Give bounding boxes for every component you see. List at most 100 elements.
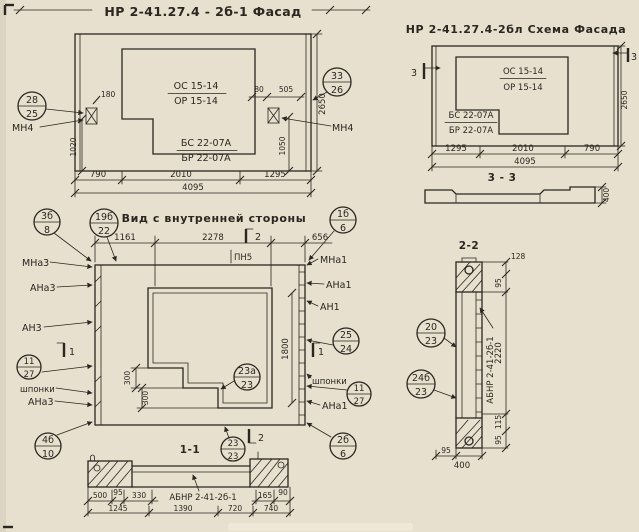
dim-1161: 1161 xyxy=(114,233,136,243)
section-mark-2-bottom: 2 xyxy=(247,429,264,444)
section-1-1-left-block xyxy=(87,460,133,488)
dim-165: 165 xyxy=(258,491,273,500)
dim-115: 115 xyxy=(494,415,503,430)
callout-bottom-number: 10 xyxy=(42,449,54,460)
callout-25-24: 25 24 xyxy=(306,327,360,355)
section-3-3: 3 - 3 400 xyxy=(424,172,611,208)
section-1-1: 1-1 АБНР 2-41-2б-1 xyxy=(83,444,295,518)
callout-20-23: 20 23 xyxy=(416,318,457,348)
callout-top-number: 11 xyxy=(24,357,35,367)
facade-anchor-right xyxy=(267,107,280,124)
section-1-label: 1 xyxy=(69,347,75,358)
facade-dim-1050: 1050 xyxy=(278,112,294,176)
facade-os-label: ОС 15-14 xyxy=(174,81,219,92)
dim-95: 95 xyxy=(494,278,503,288)
dim-1020: 1020 xyxy=(69,137,78,156)
callout-top-number: 19б xyxy=(95,212,113,223)
callout-2b-6: 2б 6 xyxy=(306,422,357,460)
dim-2010: 2010 xyxy=(170,170,192,180)
facade-mn4-right-label: МН4 xyxy=(332,123,353,134)
section-2-label: 2 xyxy=(255,232,261,243)
dim-180: 180 xyxy=(101,90,116,99)
callout-top-number: 23а xyxy=(238,366,256,377)
dim-400: 400 xyxy=(602,188,611,203)
dim-720: 720 xyxy=(228,504,243,513)
dim-4095: 4095 xyxy=(182,183,204,193)
callout-bottom-number: 6 xyxy=(340,223,346,234)
dim-790: 790 xyxy=(90,170,106,180)
callout-top-number: 4б xyxy=(42,435,54,446)
callout-bottom-number: 24 xyxy=(340,344,352,355)
section-1-label: 1 xyxy=(318,347,324,358)
section-3-label: 3 xyxy=(411,68,417,79)
scheme-title: НР 2-41.27.4-2бл Схема Фасада xyxy=(406,23,627,36)
scan-artifact xyxy=(228,523,413,531)
callout-bottom-number: 23 xyxy=(241,380,253,391)
ana3-bottom-label: АНа3 xyxy=(28,397,54,408)
facade-bs-label: БС 22-07А xyxy=(181,138,232,149)
facade-callout-left: 28 25 xyxy=(17,91,84,121)
scan-edge-shadow xyxy=(0,0,6,532)
section-2-2-bottom-dims: 95 400 xyxy=(431,446,487,471)
facade-anchor-left xyxy=(85,107,98,125)
section-2-2-right-dims: 128 95 2220 115 95 xyxy=(481,252,526,453)
section-3-3-title: 3 - 3 xyxy=(488,172,517,184)
lifting-loop xyxy=(89,454,96,462)
inner-view-title: Вид с внутренней стороны xyxy=(122,212,307,225)
dim-2650: 2650 xyxy=(318,93,328,115)
ana3-top-label: АНа3 xyxy=(30,283,56,294)
callout-bottom-number: 26 xyxy=(331,85,343,96)
section-1-1-dims: 500 95 330 165 90 1245 1390 720 740 xyxy=(83,486,295,518)
callout-bottom-number: 6 xyxy=(340,449,346,460)
inner-dim-300-upper: 300 xyxy=(123,363,184,393)
dim-1050: 1050 xyxy=(278,136,287,155)
facade-callout-right: 33 26 xyxy=(312,67,352,101)
facade-window-opening xyxy=(121,48,256,155)
section-1-1-right-block xyxy=(249,458,289,488)
section-2-2-edge-keys xyxy=(475,299,483,413)
dim-2278: 2278 xyxy=(202,233,224,243)
callout-23a-23: 23а 23 xyxy=(220,363,261,391)
callout-bottom-number: 23 xyxy=(415,387,427,398)
callout-23-23: 23 23 xyxy=(220,426,246,462)
dim-1295: 1295 xyxy=(445,144,467,154)
dim-1800: 1800 xyxy=(281,338,291,360)
facade-top-refline xyxy=(13,5,371,15)
facade-br-label: БР 22-07А xyxy=(181,153,231,164)
callout-top-number: 23 xyxy=(228,439,239,449)
dim-95: 95 xyxy=(441,446,451,455)
scheme-or-label: ОР 15-14 xyxy=(503,83,542,93)
section-1-1-label: АБНР 2-41-2б-1 xyxy=(169,493,236,503)
dim-330: 330 xyxy=(132,491,147,500)
inner-dim-1800: 1800 xyxy=(281,288,297,408)
dim-128: 128 xyxy=(511,252,526,261)
page-artifacts xyxy=(0,0,413,532)
dim-505: 505 xyxy=(279,85,294,94)
section-2-2-title: 2-2 xyxy=(459,240,479,252)
inner-dim-300-lower: 300 xyxy=(136,383,219,413)
dim-90: 90 xyxy=(278,488,288,497)
dim-300: 300 xyxy=(141,391,150,406)
dim-740: 740 xyxy=(264,504,279,513)
section-3-3-profile xyxy=(424,186,596,204)
scheme-br-label: БР 22-07А xyxy=(449,126,493,136)
dim-1390: 1390 xyxy=(173,504,192,513)
callout-3b-8: 3б 8 xyxy=(33,208,92,262)
shponki-left-label: шпонки xyxy=(20,385,55,395)
shponki-right-label: шпонки xyxy=(312,377,347,387)
section-2-2: 2-2 xyxy=(406,240,526,471)
an1-label: АН1 xyxy=(320,302,340,313)
callout-bottom-number: 27 xyxy=(24,370,35,380)
section-mark-2-top: 2 xyxy=(244,228,261,243)
callout-bottom-number: 8 xyxy=(44,225,50,236)
callout-19b-22: 19б 22 xyxy=(89,208,119,262)
callout-top-number: 25 xyxy=(340,330,352,341)
callout-top-number: 20 xyxy=(425,322,437,333)
section-2-label: 2 xyxy=(258,433,264,444)
section-2-2-label: АБНР 2-41-2б-1 xyxy=(486,336,496,403)
callout-top-number: 24б xyxy=(412,373,430,384)
mna3-label: МНа3 xyxy=(22,258,49,269)
dim-4095: 4095 xyxy=(514,157,536,167)
callout-bottom-number: 27 xyxy=(354,397,365,407)
